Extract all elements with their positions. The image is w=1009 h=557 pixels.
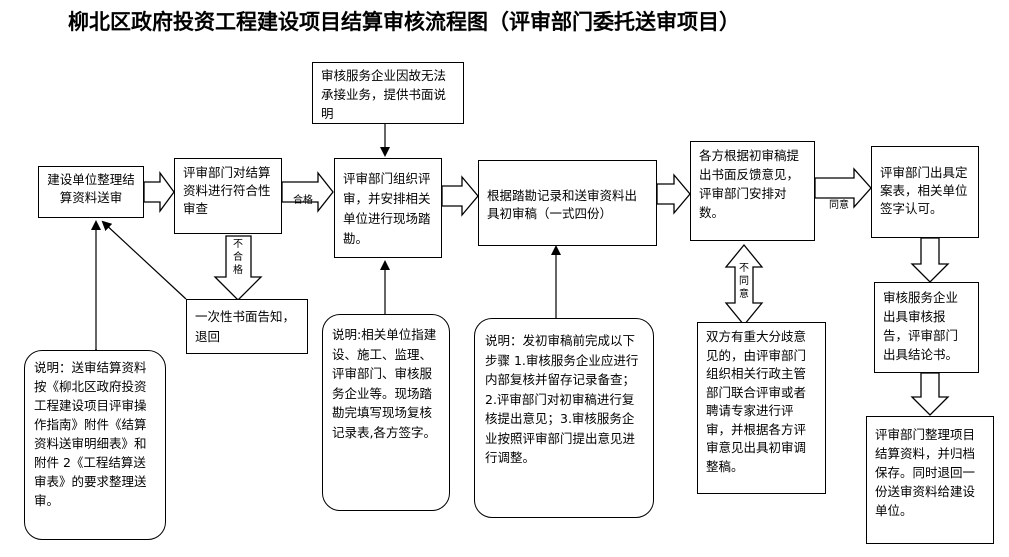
box-draft-issue: 根据踏勘记录和送审资料出具初审稿（一式四份） [478, 160, 657, 246]
label-fail: 不合格 [233, 239, 243, 276]
page-title: 柳北区政府投资工程建设项目结算审核流程图（评审部门委托送审项目） [68, 10, 740, 34]
arrow-b4-b5 [656, 173, 691, 215]
box-archive: 评审部门整理项目结算资料，并归档保存。同时退回一份送审资料给建设单位。 [866, 416, 994, 544]
box-dispute: 双方有重大分歧意见的，由评审部门组织相关行政主管部门联合评审或者聘请专家进行评审… [697, 322, 826, 494]
label-pass: 合格 [293, 195, 313, 206]
box-compliance-review: 评审部门对结算资料进行符合性审查 [174, 158, 282, 234]
box-audit-report: 审核服务企业出具审核报告，评审部门出具结论书。 [874, 282, 979, 373]
arrow-r2-r3 [910, 372, 950, 416]
label-agree: 同意 [829, 200, 849, 211]
label-disagree: 不同意 [739, 263, 749, 300]
arrow-b3-b4 [441, 175, 479, 217]
box-submit-materials: 建设单位整理结算资料送审 [38, 166, 144, 218]
box-feedback: 各方根据初审稿提出书面反馈意见，评审部门安排对数。 [690, 141, 815, 241]
box-final-approval: 评审部门出具定案表，相关单位签字认可。 [871, 146, 979, 238]
arrow-b1-b2 [143, 171, 175, 213]
box-organize-review: 评审部门组织评审，并安排相关单位进行现场踏勘。 [334, 158, 442, 258]
arrow-b6-r2 [910, 237, 950, 283]
box-unable-note: 审核服务企业因故无法承接业务，提供书面说明 [312, 62, 464, 124]
box-reject-notice: 一次性书面告知，退回 [186, 299, 308, 354]
note-submission-requirements: 说明：送审结算资料按《柳北区政府投资工程建设项目评审操作指南》附件《结算资料送审… [24, 350, 166, 540]
note-pre-draft-steps: 说明：发初审稿前完成以下步骤 1.审核服务企业应进行内部复核并留存记录备查；2.… [474, 318, 654, 518]
note-related-units: 说明:相关单位指建设、施工、监理、评审部门、审核服务企业等。现场踏勘完填写现场复… [322, 314, 450, 511]
